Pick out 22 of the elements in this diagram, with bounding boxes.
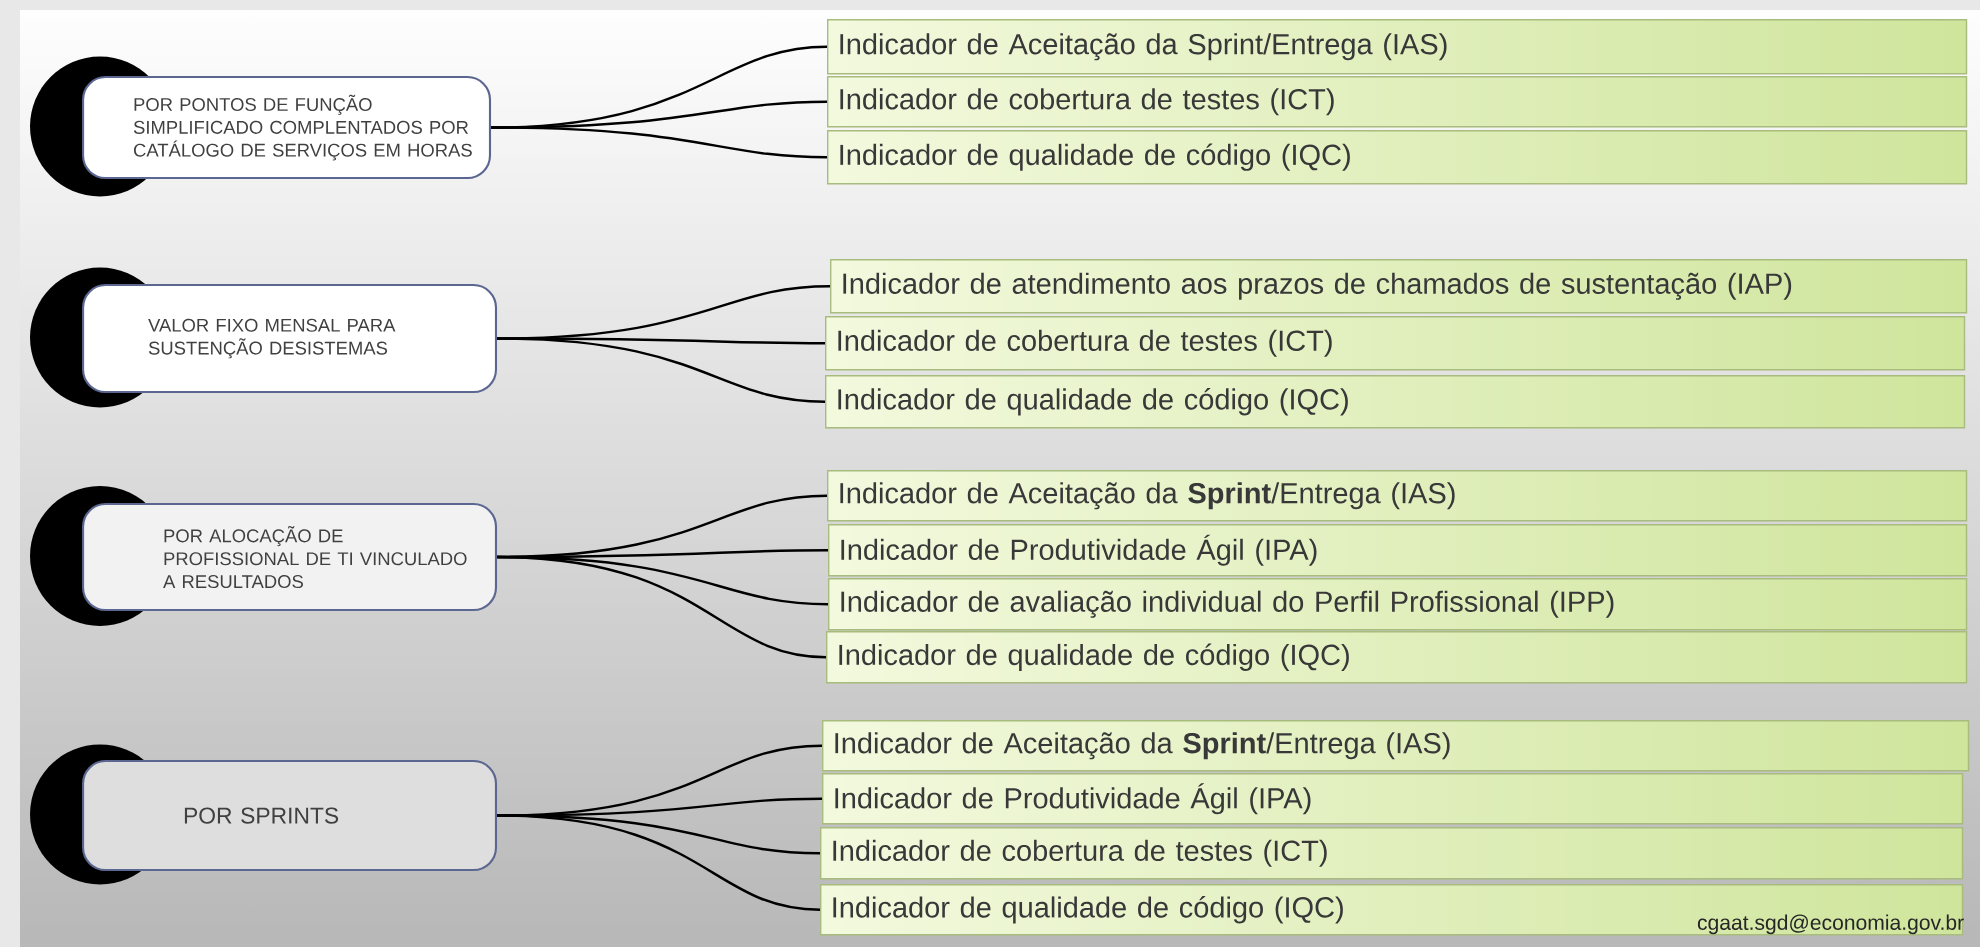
indicator-box: Indicador de Produtividade Ágil (IPA): [828, 524, 1968, 577]
category-box: POR SPRINTS: [30, 744, 498, 885]
indicator-box: Indicador de cobertura de testes (ICT): [827, 76, 1968, 128]
indicator-box: Indicador de cobertura de testes (ICT): [825, 316, 1966, 371]
category-box: VALOR FIXO MENSAL PARA SUSTENÇÃO DESISTEMAS: [30, 267, 498, 408]
connector-line: [497, 337, 826, 403]
email-address: cgaat.sgd@economia.gov.br: [1697, 914, 1964, 935]
connector-line: [497, 555, 827, 659]
indicator-box: Indicador de qualidade de código (IQC): [827, 130, 1968, 185]
connector-line: [491, 126, 828, 159]
indicator-box: Indicador de Aceitação da Sprint/Entrega (IAS): [822, 720, 1970, 772]
category-box: POR PONTOS DE FUNÇÃO SIMPLIFICADO COMPLENTADOS POR CATÁLOGO DE SERVIÇOS EM HORAS: [30, 56, 492, 197]
indicator-box: Indicador de qualidade de código (IQC): [825, 375, 1966, 429]
indicator-box: Indicador de atendimento aos prazos de chamados de sustentação (IAP): [830, 259, 1968, 314]
connector-line: [497, 814, 821, 911]
category-box: POR ALOCAÇÃO DE PROFISSIONAL DE TI VINCULADO A RESULTADOS: [30, 486, 498, 626]
indicator-box: Indicador de Aceitação da Sprint/Entrega (IAS): [827, 19, 1968, 75]
indicator-box: Indicador de Produtividade Ágil (IPA): [822, 773, 1964, 825]
indicator-box: Indicador de qualidade de código (IQC): [826, 631, 1968, 684]
indicator-box: Indicador de cobertura de testes (ICT): [820, 827, 1964, 880]
indicator-box: Indicador de avaliação individual do Perfil Profissional (IPP): [828, 578, 1968, 631]
indicator-box: Indicador de Aceitação da Sprint/Entrega (IAS): [827, 470, 1968, 522]
